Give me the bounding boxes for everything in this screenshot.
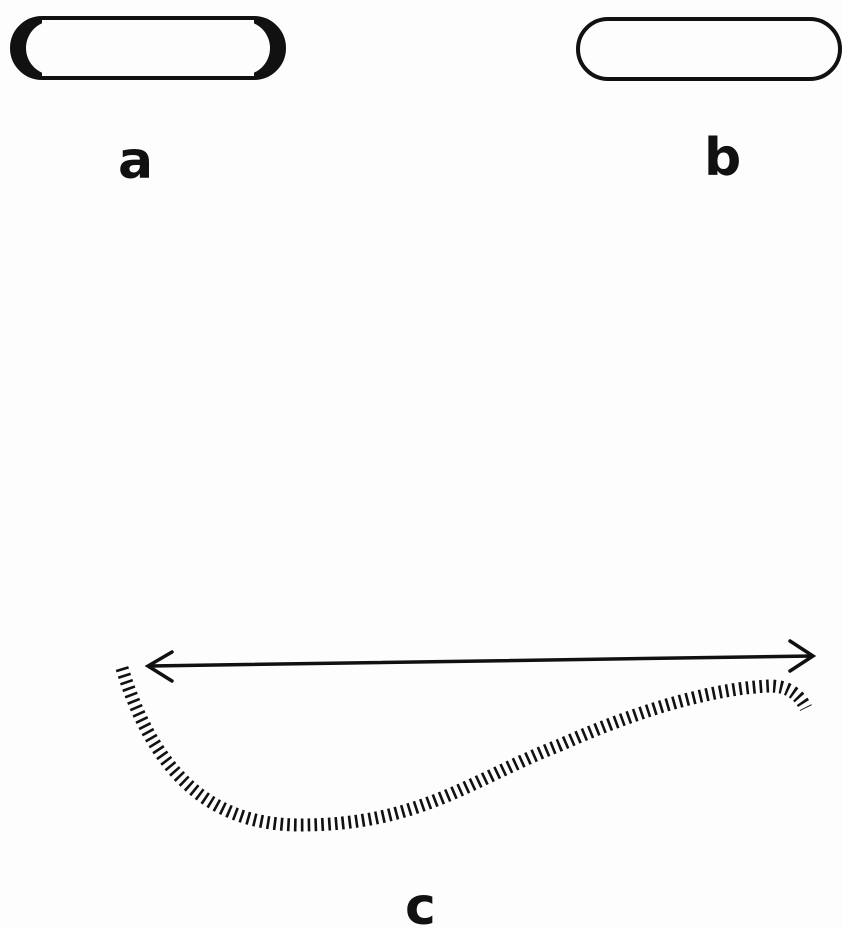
segmented-filament (122, 668, 806, 825)
panel-c-label: c (405, 877, 436, 928)
panel-b-label: b (704, 128, 741, 188)
cell-b-outline (578, 19, 840, 79)
double-headed-arrow (148, 641, 813, 681)
cell-a-polar-caps (8, 14, 288, 84)
panel-a: a (8, 14, 288, 191)
panel-c: c (122, 641, 813, 928)
panel-b: b (578, 19, 840, 188)
panel-a-label: a (118, 131, 153, 191)
